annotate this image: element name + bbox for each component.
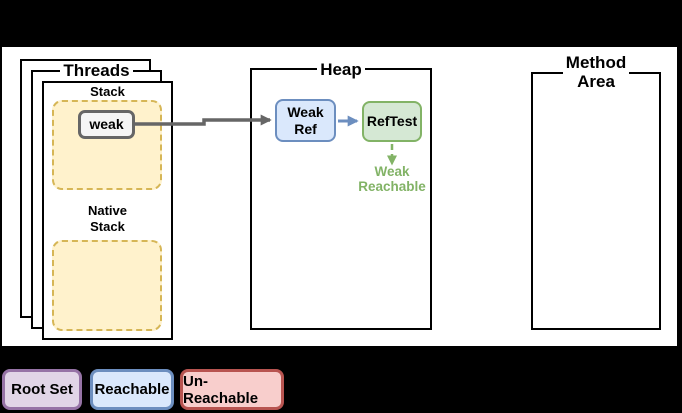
native-stack-frame	[52, 240, 162, 331]
heap-title: Heap	[250, 60, 432, 80]
threads-title: Threads	[31, 61, 162, 81]
native-stack-label: Native Stack	[87, 203, 128, 234]
method-area-title-text: Method Area	[562, 53, 630, 92]
weak-ref-node: Weak Ref	[275, 99, 336, 142]
method-area-title: Method Area	[531, 53, 661, 92]
weak-variable-node: weak	[78, 110, 135, 139]
stack-frame	[52, 100, 162, 190]
ref-test-node: RefTest	[362, 101, 422, 142]
legend-reachable: Reachable	[90, 369, 174, 410]
method-area-region	[531, 72, 661, 330]
legend-un-reachable: Un-Reachable	[180, 369, 284, 410]
threads-title-text: Threads	[60, 61, 133, 81]
legend-root-set: Root Set	[2, 369, 82, 410]
heap-title-text: Heap	[317, 60, 365, 80]
stack-label: Stack	[90, 84, 125, 99]
weak-reachable-label: Weak Reachable	[358, 164, 426, 194]
